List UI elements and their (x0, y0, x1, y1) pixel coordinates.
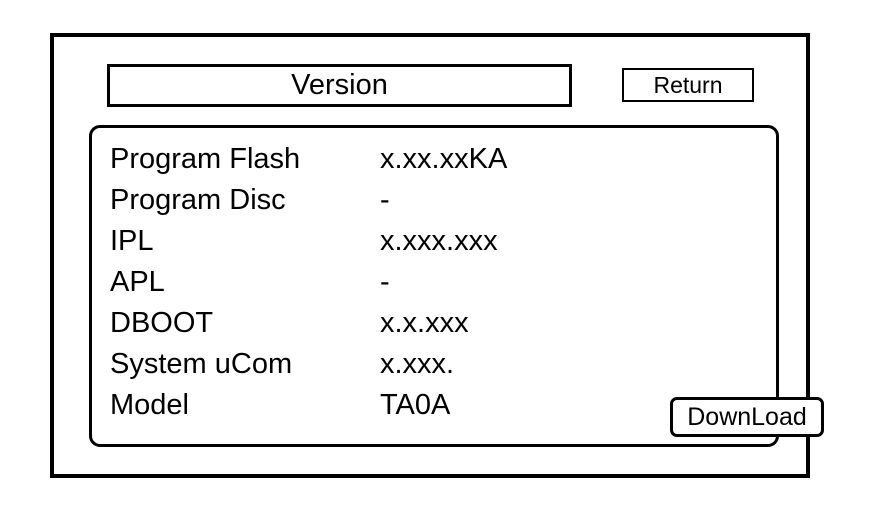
return-button-label: Return (653, 71, 723, 98)
table-row: Model TA0A (110, 386, 765, 427)
table-row: System uCom x.xxx. (110, 345, 765, 386)
row-label-dboot: DBOOT (110, 307, 214, 339)
row-value-model: TA0A (380, 389, 451, 421)
row-label-ipl: IPL (110, 225, 154, 257)
table-row: DBOOT x.x.xxx (110, 304, 765, 345)
row-value-ipl: x.xxx.xxx (380, 225, 498, 257)
version-info-list: Program Flash x.xx.xxKA Program Disc - I… (92, 128, 776, 444)
table-row: APL - (110, 263, 765, 304)
row-value-program-flash: x.xx.xxKA (380, 143, 508, 175)
version-info-panel: Program Flash x.xx.xxKA Program Disc - I… (89, 125, 824, 447)
row-label-model: Model (110, 389, 189, 421)
row-value-apl: - (380, 266, 390, 298)
page-title: Version (291, 69, 388, 101)
row-label-system-ucom: System uCom (110, 348, 293, 380)
screen-title-box: Version (107, 64, 572, 107)
return-button[interactable]: Return (622, 68, 754, 102)
device-screen-frame: Version Return Program Flash x.xx.xxKA P… (50, 33, 824, 478)
table-row: Program Flash x.xx.xxKA (110, 140, 765, 181)
table-row: IPL x.xxx.xxx (110, 222, 765, 263)
row-label-program-flash: Program Flash (110, 143, 301, 175)
row-value-system-ucom: x.xxx. (380, 348, 455, 380)
row-label-apl: APL (110, 266, 165, 298)
table-row: Program Disc - (110, 181, 765, 222)
row-label-program-disc: Program Disc (110, 184, 286, 216)
download-button[interactable]: DownLoad (670, 397, 824, 437)
row-value-program-disc: - (380, 184, 390, 216)
row-value-dboot: x.x.xxx (380, 307, 469, 339)
download-button-label: DownLoad (687, 402, 807, 431)
